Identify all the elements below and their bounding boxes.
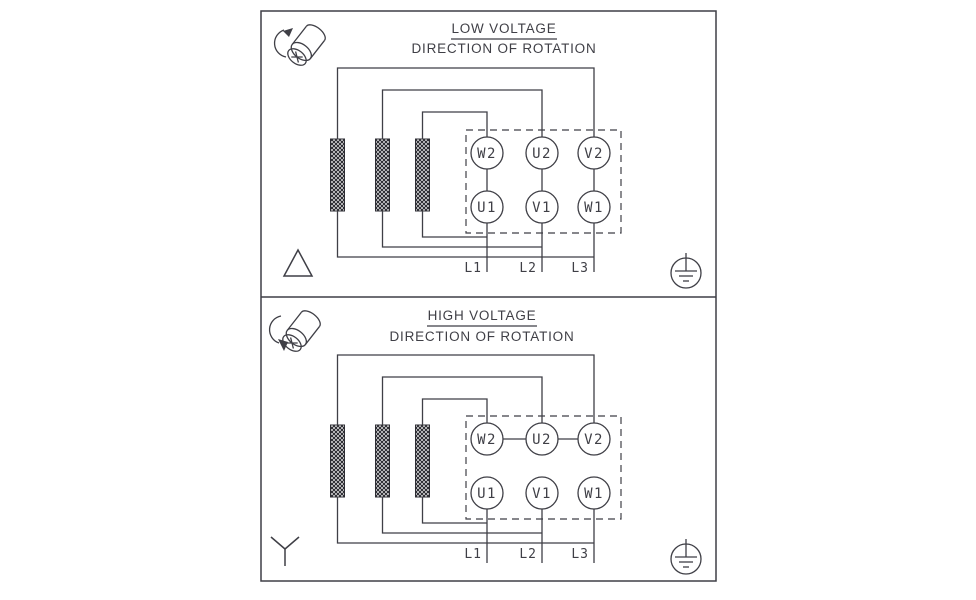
winding-top-wires [336,67,595,139]
earth-ground-icon [670,539,702,575]
terminal-u2-label: U2 [532,146,552,162]
diagram-border [260,10,717,582]
terminal-u2 [525,136,559,170]
terminal-v2-label: V2 [584,432,604,448]
winding-bar-3 [415,424,430,498]
winding-top-wires [336,354,595,425]
winding-bottom-wires [336,211,594,258]
terminal-u2 [525,422,559,456]
terminal-w2 [470,422,504,456]
terminal-u1 [470,476,504,510]
winding-bar-1 [330,138,345,212]
panel-title: LOW VOLTAGE [451,21,556,36]
panel-subtitle: DIRECTION OF ROTATION [411,41,596,56]
panel-subtitle: DIRECTION OF ROTATION [389,329,574,344]
delta-terminal-links [486,169,595,191]
terminal-w1-label: W1 [584,486,604,502]
panel-title: HIGH VOLTAGE [428,308,537,323]
panel-low-voltage: LOW VOLTAGE DIRECTION OF ROTATION [273,21,702,289]
line-l2-label: L2 [519,261,537,276]
terminal-v1 [525,476,559,510]
terminal-w2-label: W2 [477,146,497,162]
delta-connection-icon [282,248,314,277]
wye-connection-icon [270,536,300,566]
terminal-u1-label: U1 [477,200,497,216]
terminal-v2 [577,136,611,170]
terminal-w2 [470,136,504,170]
winding-bottom-wires [336,497,594,544]
motor-shaft-icon [287,24,326,66]
motor-shaft-icon [282,310,321,352]
terminal-u1-label: U1 [477,486,497,502]
terminal-box-dashed [465,415,622,520]
terminal-v2-label: V2 [584,146,604,162]
terminal-w1 [577,476,611,510]
terminal-u2-label: U2 [532,432,552,448]
line-l1-label: L1 [464,261,482,276]
panel-high-voltage: HIGH VOLTAGE DIRECTION OF ROTATION [268,308,702,575]
winding-bar-3 [415,138,430,212]
line-l2-label: L2 [519,547,537,562]
terminal-u1 [470,190,504,224]
line-l3-label: L3 [571,547,589,562]
rotation-cw-arrow-icon [268,315,288,351]
winding-bar-2 [375,424,390,498]
line-l1-label: L1 [464,547,482,562]
terminal-v1-label: V1 [532,486,552,502]
terminal-v1 [525,190,559,224]
winding-bar-2 [375,138,390,212]
terminal-w2-label: W2 [477,432,497,448]
line-l3-label: L3 [571,261,589,276]
supply-feed-lines [486,223,595,272]
terminal-w1 [577,190,611,224]
terminal-box-dashed [465,129,622,234]
terminal-v1-label: V1 [532,200,552,216]
earth-ground-icon [670,253,702,289]
winding-bar-1 [330,424,345,498]
rotation-ccw-arrow-icon [273,28,293,58]
terminal-w1-label: W1 [584,200,604,216]
terminal-v2 [577,422,611,456]
supply-feed-lines [486,509,595,563]
